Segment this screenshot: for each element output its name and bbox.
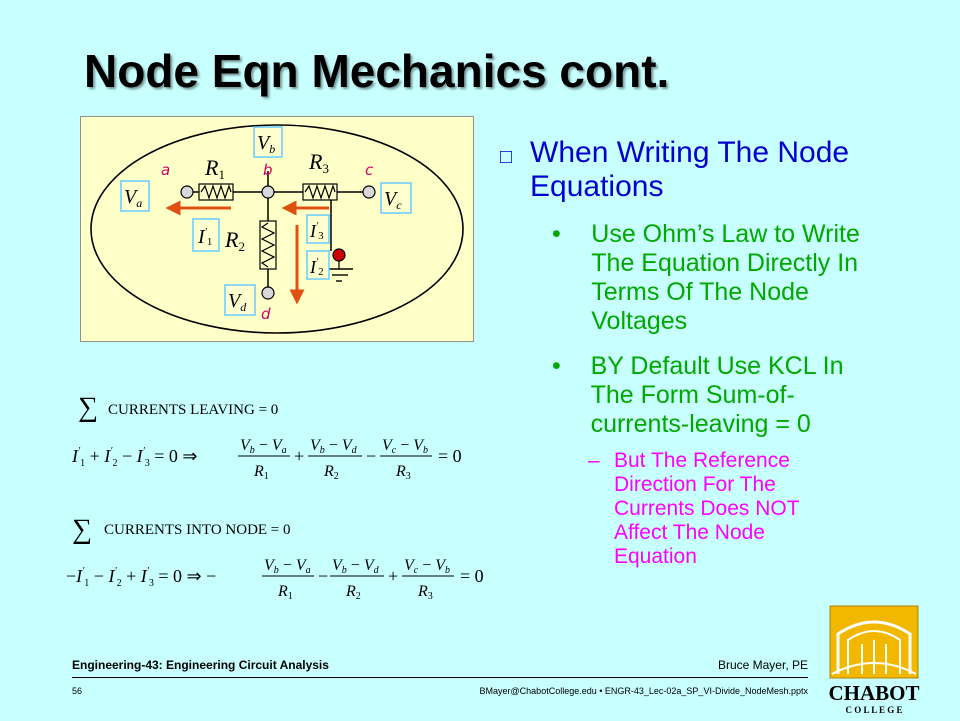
svg-text:Vc − Vb: Vc − Vb [382, 437, 428, 456]
svg-text:Vb − Vd: Vb − Vd [332, 557, 380, 576]
svg-text:Vb − Va: Vb − Va [240, 437, 287, 456]
resistor-r2 [259, 220, 277, 270]
bullet-sub2-text: BY Default Use KCL In The Form Sum-of-cu… [590, 352, 844, 438]
eq2-lhs: −I'1 − I'2 + I'3 = 0 ⇒ − [66, 566, 216, 589]
svg-text:= 0: = 0 [460, 566, 484, 586]
equation-into: ∑ CURRENTS INTO NODE = 0 −I'1 − I'2 + I'… [64, 510, 504, 610]
svg-text:+: + [388, 566, 398, 586]
node-a [180, 185, 194, 199]
svg-text:R2: R2 [345, 583, 361, 602]
bullet-sub3-text: But The Reference Direction For The Curr… [614, 449, 800, 568]
i3-box [306, 214, 330, 244]
svg-text:R2: R2 [323, 463, 339, 482]
chabot-logo-icon: CHABOT C O L L E G E [828, 605, 920, 715]
footer-course: Engineering-43: Engineering Circuit Anal… [72, 658, 329, 672]
r3-label: R3 [308, 149, 329, 176]
i2-box [306, 250, 330, 280]
slide-title: Node Eqn Mechanics cont. [84, 45, 670, 97]
footer-page-number: 56 [72, 686, 83, 696]
bullet-subsub: – But The Reference Direction For The Cu… [496, 449, 876, 569]
svg-text:Vb − Va: Vb − Va [264, 557, 311, 576]
va-box [120, 180, 150, 212]
logo-text-chabot: CHABOT [828, 681, 919, 705]
circuit-diagram: Va Vb Vc Vd R1 R3 R2 I'1 I'3 I'2 a b c d [80, 116, 474, 342]
bullet-sub1-text: Use Ohm’s Law to Write The Equation Dire… [591, 220, 860, 335]
node-d [261, 286, 275, 300]
node-c-label: c [365, 161, 374, 179]
vd-box [224, 284, 256, 316]
node-d-label: d [261, 305, 271, 323]
vb-box [253, 126, 283, 158]
svg-text:Vc − Vb: Vc − Vb [404, 557, 450, 576]
equation-into-svg: ∑ CURRENTS INTO NODE = 0 −I'1 − I'2 + I'… [66, 514, 484, 602]
logo-text-college: C O L L E G E [845, 705, 902, 715]
svg-text:R3: R3 [417, 583, 433, 602]
svg-text:R3: R3 [395, 463, 411, 482]
eq1-lhs: I'1 + I'2 − I'3 = 0 ⇒ [71, 446, 197, 469]
circuit-svg: Va Vb Vc Vd R1 R3 R2 I'1 I'3 I'2 a b c d [90, 124, 464, 334]
i1-box [192, 218, 220, 252]
r2-label: R2 [224, 227, 245, 254]
svg-text:R1: R1 [277, 583, 293, 602]
square-bullet-icon: □ [500, 146, 513, 168]
svg-text:= 0: = 0 [438, 446, 462, 466]
sum-into-label: CURRENTS INTO NODE = 0 [104, 522, 291, 538]
footer-divider [72, 677, 808, 678]
footer-filename: BMayer@ChabotCollege.edu • ENGR-43_Lec-0… [479, 686, 808, 696]
footer-author: Bruce Mayer, PE [717, 658, 808, 672]
bullet-main: □ When Writing The Node Equations [496, 136, 876, 204]
svg-text:Vb − Vd: Vb − Vd [310, 437, 358, 456]
enclosing-ellipse [90, 124, 464, 334]
sum-leaving-label: CURRENTS LEAVING = 0 [108, 402, 278, 418]
bullet-main-text: When Writing The Node Equations [530, 136, 850, 203]
bullet-sub: • Use Ohm’s Law to Write The Equation Di… [496, 220, 876, 336]
equation-leaving-svg: ∑ CURRENTS LEAVING = 0 I'1 + I'2 − I'3 =… [71, 392, 462, 482]
sum-symbol-1: ∑ [78, 392, 98, 423]
dot-bullet-icon: • [552, 352, 561, 380]
bullet-sub: • BY Default Use KCL In The Form Sum-of-… [496, 352, 876, 439]
bullet-list: □ When Writing The Node Equations • Use … [496, 136, 876, 569]
dot-bullet-icon: • [552, 220, 561, 248]
vc-box [380, 182, 412, 214]
svg-text:−: − [318, 566, 328, 586]
svg-text:−: − [366, 446, 376, 466]
r1-label: R1 [204, 155, 225, 182]
node-b [261, 185, 275, 199]
node-a-label: a [161, 161, 170, 179]
svg-text:+: + [294, 446, 304, 466]
node-c [362, 185, 376, 199]
dash-bullet-icon: – [588, 449, 600, 472]
sum-symbol-2: ∑ [72, 514, 92, 545]
svg-text:R1: R1 [253, 463, 269, 482]
node-b-label: b [263, 161, 273, 179]
equation-leaving: ∑ CURRENTS LEAVING = 0 I'1 + I'2 − I'3 =… [64, 392, 504, 492]
chabot-logo: CHABOT C O L L E G E [812, 604, 940, 716]
ground-node [332, 248, 346, 262]
